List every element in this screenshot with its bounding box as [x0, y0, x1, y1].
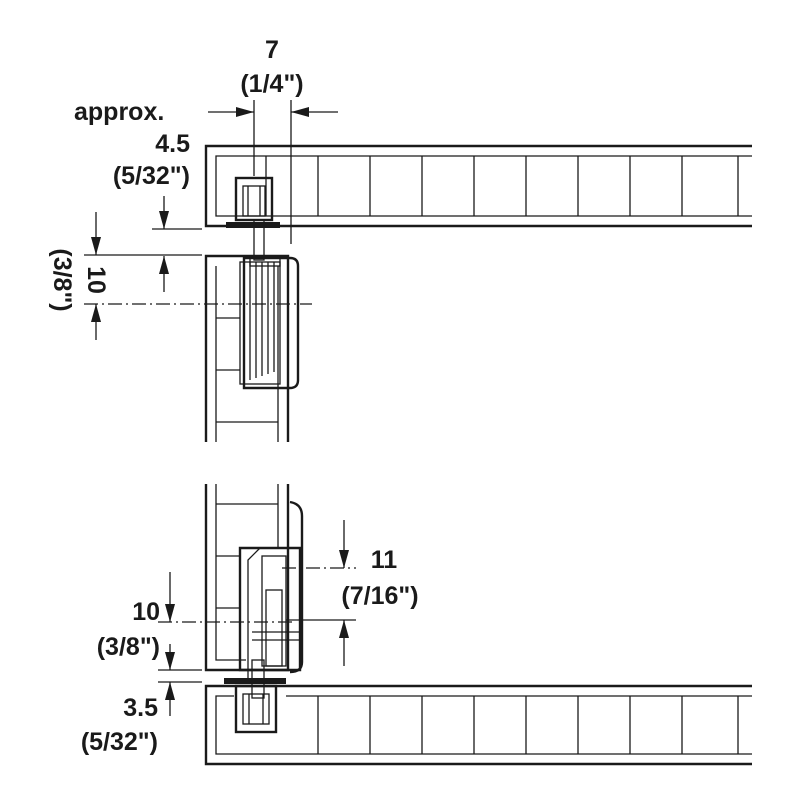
bottom-right-inch: (7/16"): [341, 582, 418, 610]
top-hinge-mechanism: [226, 176, 300, 390]
dimension-width-7mm: [208, 100, 338, 244]
top-offset-inch: (3/8"): [48, 248, 76, 311]
dimension-gap-4-5mm: [152, 196, 202, 292]
bottom-gap-inch: (5/32"): [81, 728, 158, 756]
bottom-left-inch: (3/8"): [97, 633, 160, 661]
top-offset-value: 10: [82, 266, 110, 294]
top-vertical-panel: [204, 254, 290, 442]
dimension-gap-3-5mm: [158, 644, 202, 716]
bottom-horizontal-panel: [204, 684, 752, 766]
bottom-gap-value: 3.5: [123, 694, 158, 722]
bottom-hinge-mechanism: [224, 500, 304, 734]
dimension-offset-10mm-top: [84, 212, 312, 340]
top-horizontal-panel: [204, 144, 752, 228]
bottom-left-value: 10: [132, 598, 160, 626]
top-gap-value: 4.5: [155, 130, 190, 158]
top-width-value: 7: [265, 36, 279, 64]
dimension-offset-10mm-bottom: [158, 572, 296, 623]
bottom-vertical-panel: [204, 484, 290, 672]
top-gap-inch: (5/32"): [113, 162, 190, 190]
bottom-right-value: 11: [371, 546, 398, 574]
approx-label: approx.: [74, 98, 164, 126]
top-width-inch: (1/4"): [240, 70, 303, 98]
dimension-11mm: [282, 520, 356, 666]
